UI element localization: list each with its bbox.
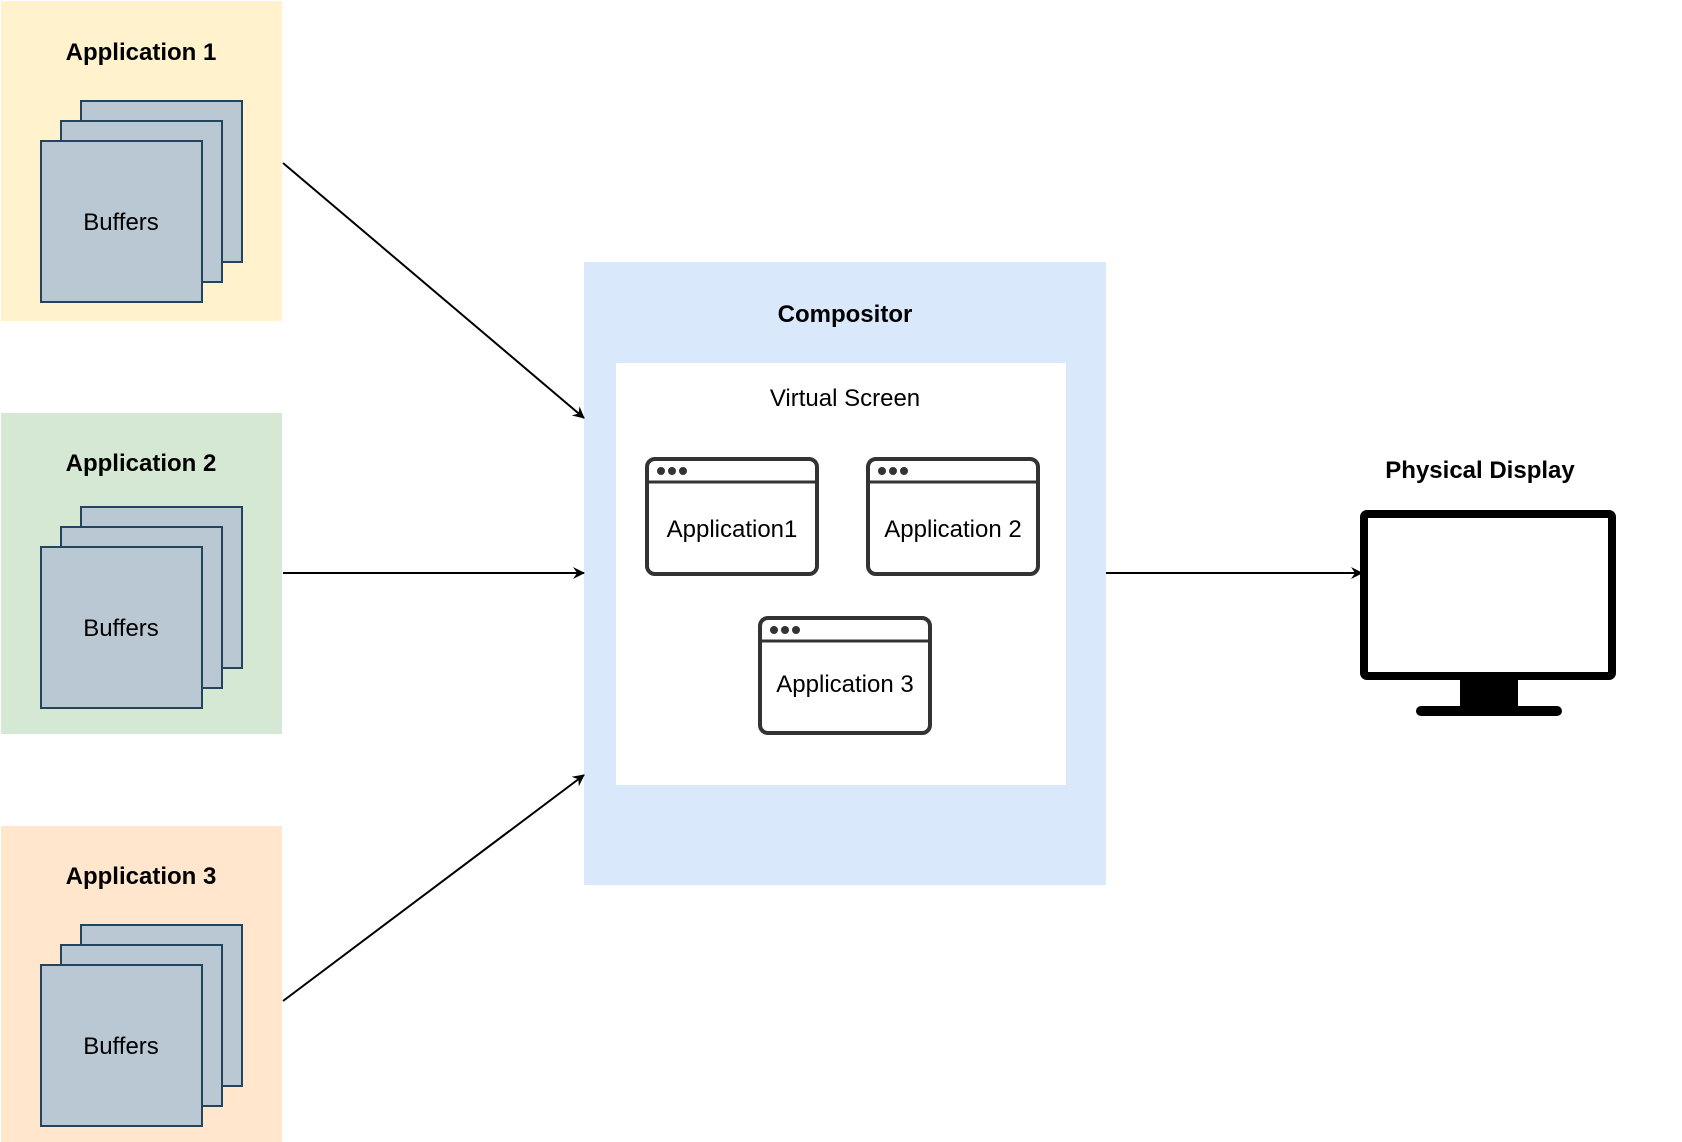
monitor-icon — [1360, 510, 1616, 716]
compositor-group: Compositor Virtual Screen Application1 A… — [584, 262, 1106, 885]
window-control-dot — [900, 467, 908, 475]
virtual-window-application-1: Application1 — [645, 457, 819, 576]
virtual-window-application-2: Application 2 — [866, 457, 1040, 576]
window-control-dot — [770, 626, 778, 634]
application-2-buffers-stack: Buffers — [40, 506, 243, 709]
application-2-group: Application 2 Buffers — [1, 413, 282, 734]
connection-arrows — [282, 162, 1363, 1002]
window-control-dot — [889, 467, 897, 475]
arrow-application-3-to-compositor — [282, 774, 585, 1002]
window-frame — [758, 616, 932, 735]
buffer-front — [40, 546, 203, 709]
physical-display-group: Physical Display — [1360, 457, 1616, 716]
window-control-dot — [668, 467, 676, 475]
buffer-front — [40, 140, 203, 303]
window-frame — [645, 457, 819, 576]
application-1-title: Application 1 — [66, 39, 217, 66]
window-control-dot — [878, 467, 886, 475]
window-label-application-1: Application1 — [667, 516, 798, 543]
application-3-buffers-stack: Buffers — [40, 924, 243, 1127]
buffer-front — [40, 964, 203, 1127]
window-control-dot — [657, 467, 665, 475]
window-label-application-2: Application 2 — [884, 516, 1021, 543]
application-3-title: Application 3 — [66, 863, 217, 890]
application-1-buffers-stack: Buffers — [40, 100, 243, 303]
monitor-base — [1416, 706, 1562, 716]
physical-display-title: Physical Display — [1385, 457, 1575, 484]
window-label-application-3: Application 3 — [776, 671, 913, 698]
application-2-title: Application 2 — [66, 450, 217, 477]
application-3-group: Application 3 Buffers — [1, 826, 282, 1142]
application-3-buffers-label: Buffers — [83, 1033, 159, 1060]
virtual-screen-title: Virtual Screen — [770, 385, 920, 412]
window-control-dot — [679, 467, 687, 475]
application-1-buffers-label: Buffers — [83, 209, 159, 236]
application-1-group: Application 1 Buffers — [1, 1, 282, 321]
compositor-title: Compositor — [778, 301, 913, 328]
virtual-window-application-3: Application 3 — [758, 616, 932, 735]
window-control-dot — [781, 626, 789, 634]
application-2-buffers-label: Buffers — [83, 615, 159, 642]
monitor-screen — [1360, 510, 1616, 680]
monitor-neck — [1460, 676, 1518, 710]
window-frame — [866, 457, 1040, 576]
window-control-dot — [792, 626, 800, 634]
arrow-application-1-to-compositor — [282, 162, 585, 419]
